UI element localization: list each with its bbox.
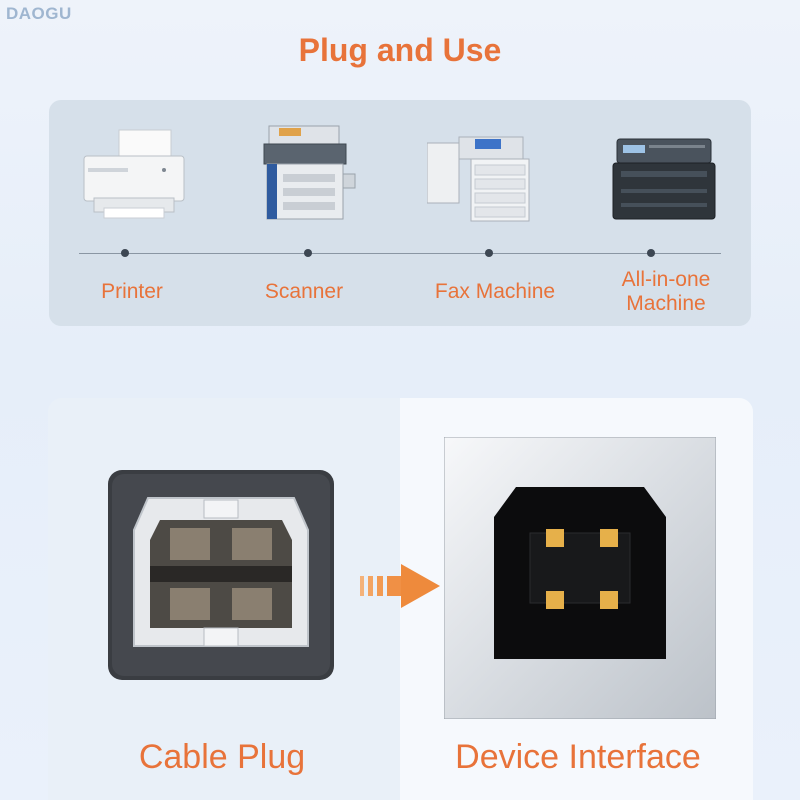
device-label-scanner: Scanner bbox=[264, 280, 344, 303]
timeline-dot bbox=[121, 249, 129, 257]
cable-plug-label: Cable Plug bbox=[138, 738, 306, 776]
usb-b-port-image bbox=[444, 437, 716, 719]
timeline-line bbox=[79, 253, 721, 254]
device-label-all-in-one: All-in-one Machine bbox=[581, 268, 751, 316]
usb-b-plug-image bbox=[108, 470, 334, 680]
device-label-line: All-in-one bbox=[621, 268, 711, 291]
device-label-printer: Printer bbox=[101, 280, 163, 303]
all-in-one-machine-icon bbox=[612, 138, 716, 220]
device-label-fax-machine: Fax Machine bbox=[434, 280, 556, 303]
timeline-dot bbox=[647, 249, 655, 257]
printer-icon bbox=[83, 129, 185, 219]
scanner-icon bbox=[263, 125, 356, 220]
device-label-line: Machine bbox=[626, 292, 706, 315]
fax-machine-icon bbox=[427, 136, 530, 222]
brand-logo: DAOGU bbox=[6, 4, 72, 23]
device-interface-label: Device Interface bbox=[455, 738, 701, 776]
timeline-dot bbox=[485, 249, 493, 257]
page-title: Plug and Use bbox=[298, 32, 502, 68]
devices-panel: Printer Scanner Fax Machine All-in-one M… bbox=[49, 100, 751, 326]
timeline-dot bbox=[304, 249, 312, 257]
arrow-right-icon bbox=[360, 564, 440, 608]
